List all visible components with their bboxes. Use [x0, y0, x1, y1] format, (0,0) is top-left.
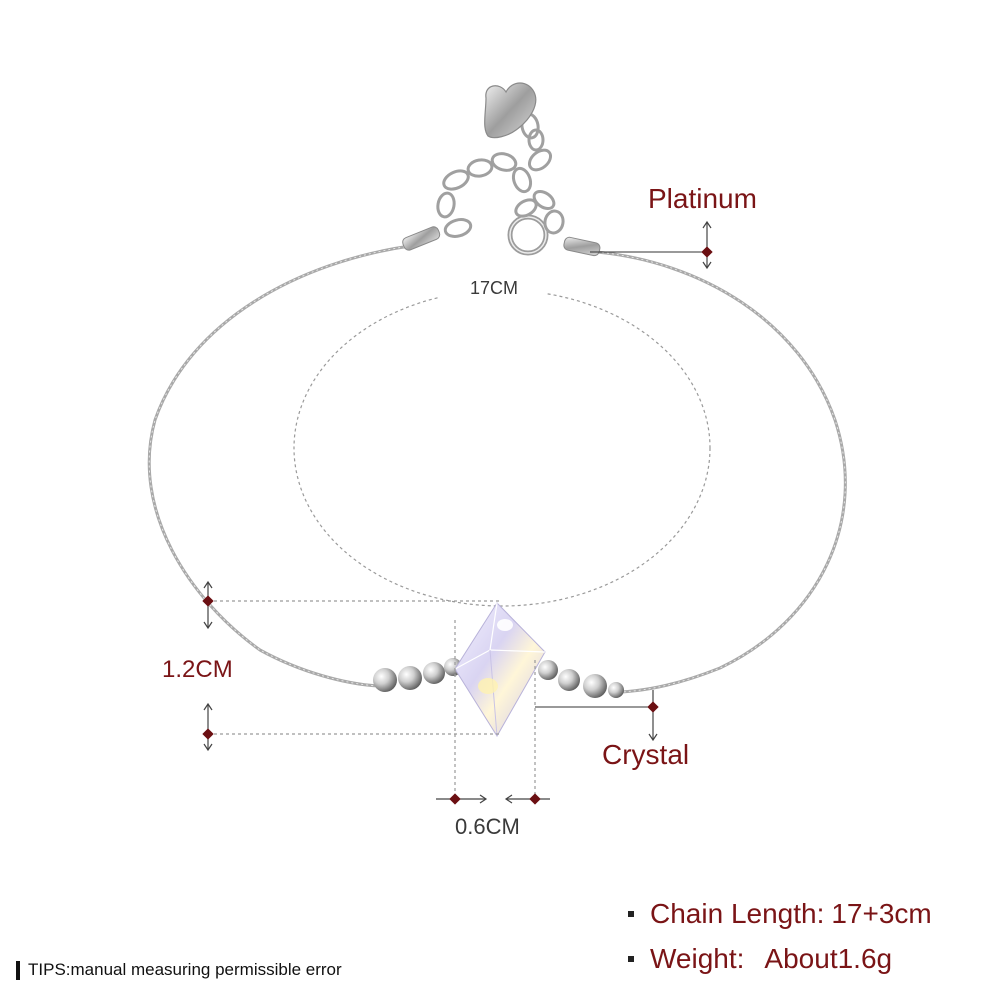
- extension-chain: [436, 112, 565, 238]
- tips-text: TIPS:manual measuring permissible error: [28, 960, 342, 979]
- chain: [147, 244, 847, 694]
- spec-chain-length: Chain Length: 17+3cm: [628, 898, 932, 930]
- material-label: Platinum: [648, 183, 757, 214]
- circumference-label-gap: [440, 276, 546, 302]
- clasp-end-right: [563, 236, 601, 257]
- dimension-markers: [202, 246, 713, 805]
- beads: [373, 658, 624, 698]
- crystal-stone: [454, 602, 546, 737]
- circumference-guide: [293, 289, 711, 607]
- tips-note: TIPS:manual measuring permissible error: [16, 960, 342, 980]
- spec-value: 17+3cm: [831, 898, 932, 929]
- pointer-lines: [535, 251, 707, 708]
- width-label: 0.6CM: [455, 814, 520, 839]
- spec-value: About1.6g: [764, 943, 893, 974]
- bullet-icon: [628, 911, 634, 917]
- bullet-icon: [628, 956, 634, 962]
- circumference-label: 17CM: [470, 278, 519, 298]
- spec-key: Chain Length:: [650, 898, 825, 929]
- height-label: 1.2CM: [162, 656, 233, 683]
- tips-bar-icon: [16, 960, 20, 980]
- spec-key: Weight:: [650, 943, 745, 974]
- stone-label: Crystal: [602, 739, 690, 770]
- clasp-end-left: [402, 226, 441, 251]
- dimension-arrows: [203, 220, 712, 804]
- heart-charm: [484, 82, 537, 139]
- dimension-guides: [208, 600, 536, 800]
- spec-weight: Weight: About1.6g: [628, 943, 892, 975]
